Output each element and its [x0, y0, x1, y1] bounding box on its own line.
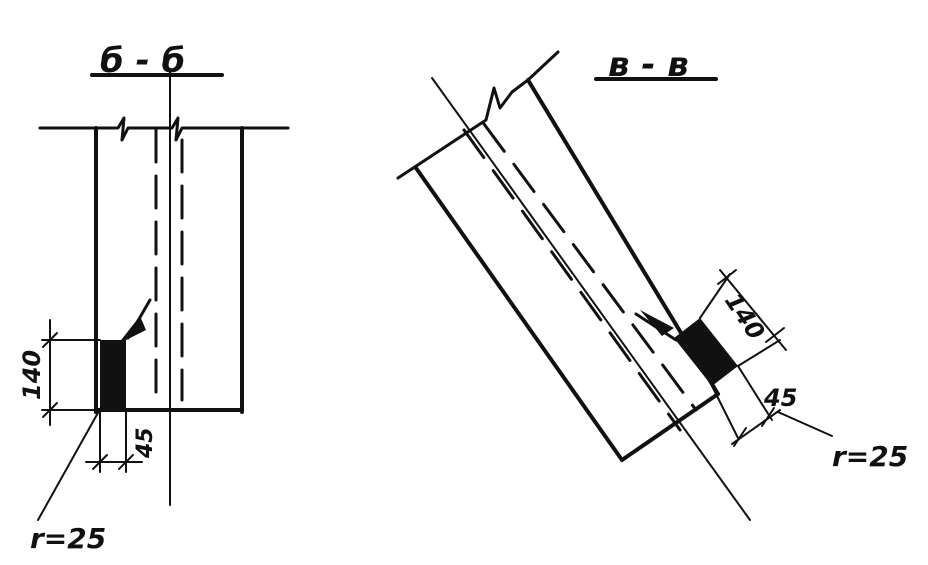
weld-block [100, 340, 126, 410]
width-ext-left [711, 385, 739, 439]
rail-bottom-edge [620, 392, 720, 462]
width-ext-right [737, 365, 773, 421]
weld-arrow-icon [640, 310, 674, 336]
width-tick-left [733, 427, 747, 447]
height-tick-bottom [42, 402, 58, 418]
height-ext-top [699, 273, 731, 319]
radius-label: r=25 [30, 522, 106, 555]
height-tick-top [42, 332, 58, 348]
width-dim-label: 45 [763, 384, 797, 412]
rail-left-edge [414, 166, 624, 462]
radius-leader [777, 411, 833, 437]
height-tick-bottom [765, 327, 785, 343]
weld-arrow-icon [118, 316, 146, 344]
height-dim-line [719, 269, 787, 351]
width-tick-left [92, 454, 108, 470]
radius-leader [37, 401, 105, 521]
hidden-line-left [462, 128, 682, 432]
height-ext-bottom [737, 339, 781, 367]
width-tick-right [761, 407, 775, 427]
weld-block [674, 318, 738, 386]
width-tick-right [118, 454, 134, 470]
height-dim-label: 140 [719, 288, 770, 345]
section-v-v: в - в 140 45 r=25 [396, 45, 908, 521]
section-b-b: б - б 140 45 r=25 [18, 41, 290, 555]
break-line [38, 116, 290, 142]
radius-label: r=25 [832, 440, 908, 473]
hidden-line-right [482, 122, 698, 412]
width-dim-label: 45 [133, 427, 158, 459]
center-axis [431, 77, 751, 521]
height-tick-top [717, 269, 737, 285]
break-line [396, 50, 560, 180]
height-dim-label: 140 [18, 350, 46, 400]
